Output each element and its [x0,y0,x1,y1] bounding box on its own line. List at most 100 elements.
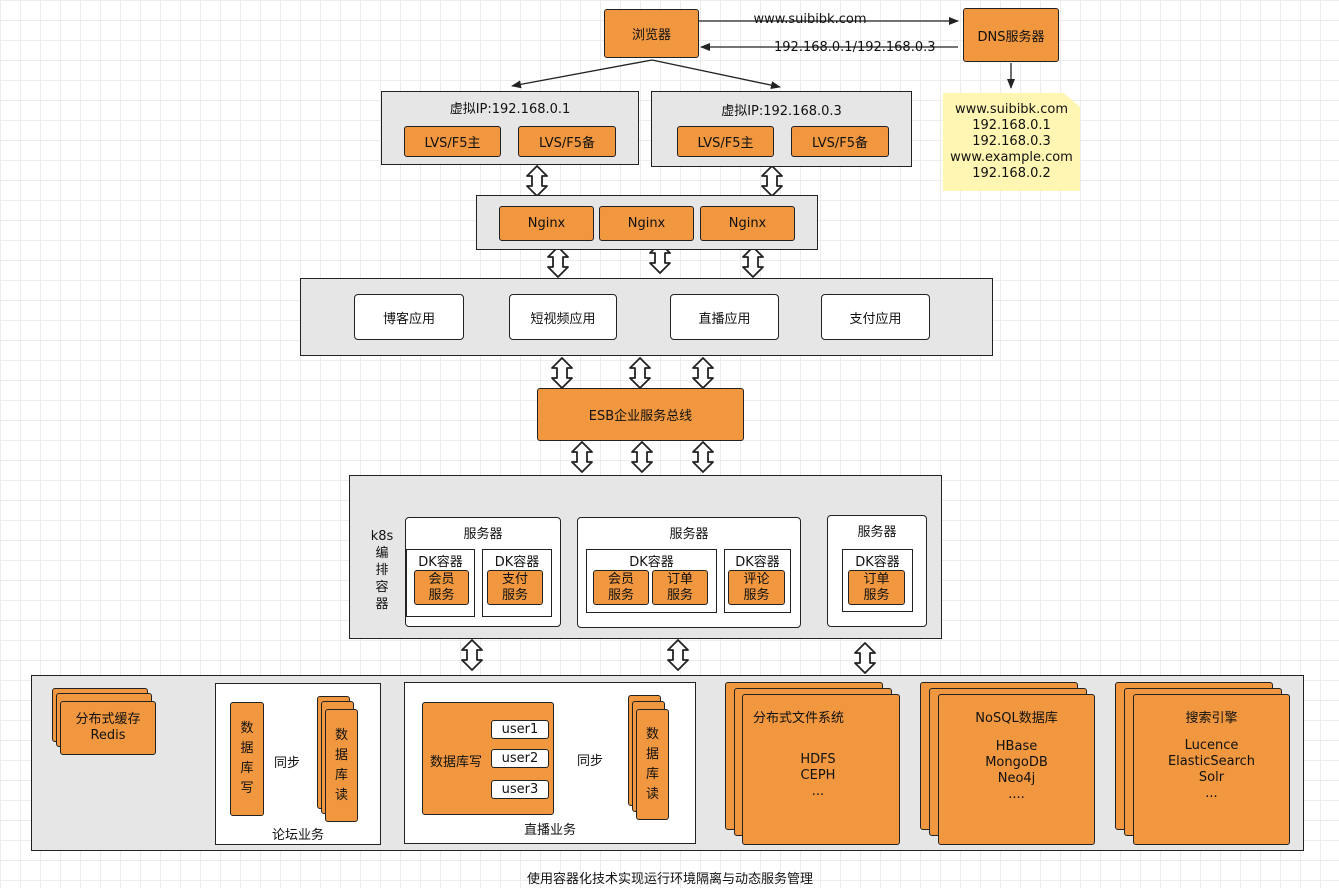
lvs-group-2: 虚拟IP:192.168.0.3 LVS/F5主 LVS/F5备 [651,91,912,167]
service-line: 订单 [666,571,693,587]
live-db-read: 数 据 库 读 [636,709,669,820]
apps-group: 博客应用 短视频应用 直播应用 支付应用 [300,278,993,356]
app-label: 博客应用 [382,311,435,327]
char: 库 [645,766,659,782]
double-arrow-icon [692,357,714,389]
container-label: DK容器 [629,555,674,570]
service-line: 评论 [743,571,770,587]
live-business: 数据库写 user1 user2 user3 同步 数 据 库 读 直播业务 [404,682,696,844]
service-line: 订单 [863,571,890,587]
service-line: 会员 [428,571,455,587]
char: 据 [334,747,348,763]
char: 读 [645,786,659,802]
browser-box: 浏览器 [604,9,699,58]
k8s-label-line: k8s [370,529,394,544]
service-line: 支付 [501,571,528,587]
dfs-item: ... [811,784,825,799]
char: 据 [240,741,254,756]
search-item: ElasticSearch [1167,754,1256,769]
dk-container: DK容器 订单服务 [842,549,913,612]
container-label: DK容器 [735,555,780,570]
app-payment: 支付应用 [821,294,930,340]
service-line: 服务 [428,587,455,603]
app-label: 短视频应用 [530,311,596,327]
app-label: 直播应用 [698,311,751,327]
user-item: user3 [491,780,549,799]
lvs-master: LVS/F5主 [677,126,774,157]
service-line: 服务 [863,587,890,603]
dk-container: DK容器 支付服务 [482,549,552,617]
k8s-label-line: 排 [375,563,389,578]
note-line: 192.168.0.3 [972,134,1051,149]
app-short-video: 短视频应用 [509,294,617,340]
server-1: 服务器 DK容器 会员服务 DK容器 支付服务 [405,517,561,627]
user-item: user2 [491,749,549,768]
order-service: 订单服务 [848,570,905,605]
double-arrow-icon [461,639,483,671]
double-arrow-icon [551,357,573,389]
nginx-label: Nginx [527,216,566,231]
dns-server-label: DNS服务器 [977,29,1045,45]
double-arrow-icon [667,639,689,671]
forum-db-read: 数 据 库 读 [325,709,358,822]
forum-sync-label: 同步 [274,756,301,771]
lvs-backup: LVS/F5备 [791,126,889,157]
lvs-master-label: LVS/F5主 [424,136,481,151]
nosql-item: HBase [995,739,1038,754]
lvs-master-label: LVS/F5主 [697,136,754,151]
server-2: 服务器 DK容器 会员服务 订单服务 DK容器 评论服务 [577,517,801,628]
comment-service: 评论服务 [728,570,785,605]
nginx-label: Nginx [728,216,767,231]
member-service: 会员服务 [593,570,649,605]
dns-server-box: DNS服务器 [963,8,1059,62]
char: 数 [645,726,659,742]
char: 库 [240,761,254,776]
k8s-label-line: 编 [375,546,389,561]
diagram-caption: 使用容器化技术实现运行环境隔离与动态服务管理 [526,872,813,887]
browser-lvs2-arrow [651,59,781,90]
nginx-node: Nginx [700,206,795,241]
double-arrow-icon [854,642,876,674]
dns-request-label: www.suibibk.com [753,12,867,27]
browser-lvs1-arrow [511,59,653,89]
search-item: ... [1205,786,1218,801]
nosql-item: MongoDB [985,755,1048,770]
container-label: DK容器 [855,555,900,570]
nosql-item: Neo4j [997,771,1036,786]
server-3: 服务器 DK容器 订单服务 [827,515,927,627]
double-arrow-icon [692,441,714,473]
char: 数 [240,721,254,736]
double-arrow-icon [631,441,653,473]
search-item: Lucence [1184,738,1239,753]
char: 读 [334,787,348,803]
dns-response-label: 192.168.0.1/192.168.0.3 [774,40,936,55]
service-line: 会员 [607,571,634,587]
esb-label: ESB企业服务总线 [588,409,693,424]
search-engine: 搜索引擎 Lucence ElasticSearch Solr ... [1133,694,1290,845]
live-db-write: 数据库写 user1 user2 user3 [422,702,554,815]
note-line: 192.168.0.1 [972,118,1051,133]
order-service: 订单服务 [652,570,708,605]
double-arrow-icon [742,246,764,278]
esb-bus: ESB企业服务总线 [537,388,744,441]
user-item: user1 [491,720,549,739]
nginx-group: Nginx Nginx Nginx [476,195,818,250]
server-label: 服务器 [463,527,503,542]
forum-db-write: 数 据 库 写 [230,702,264,816]
app-blog: 博客应用 [354,294,464,340]
search-title: 搜索引擎 [1185,711,1238,726]
browser-label: 浏览器 [631,28,671,43]
payment-service: 支付服务 [487,570,543,605]
app-label: 支付应用 [849,311,902,327]
double-arrow-icon [761,165,783,197]
service-line: 服务 [666,587,693,603]
member-service: 会员服务 [414,570,469,605]
k8s-label-line: 器 [375,597,389,612]
dfs-title: 分布式文件系统 [753,711,845,726]
double-arrow-icon [629,357,651,389]
nosql-database: NoSQL数据库 HBase MongoDB Neo4j .... [938,694,1095,845]
k8s-label-line: 容 [375,580,389,595]
live-db-write-label: 数据库写 [430,755,483,770]
dk-container: DK容器 评论服务 [724,549,791,613]
